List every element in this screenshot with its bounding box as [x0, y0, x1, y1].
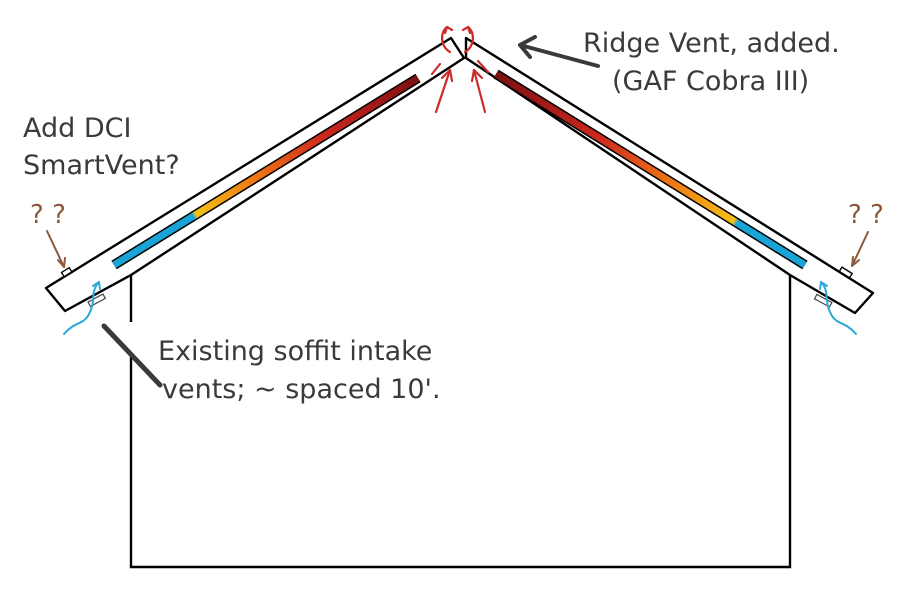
ridge-vent-label-line2: (GAF Cobra III) [612, 66, 810, 97]
soffit-pointer-line [101, 323, 163, 388]
soffit-label-line2: vents; ~ spaced 10'. [162, 374, 441, 405]
ridge-pointer-arrow [518, 35, 600, 68]
question-marks-left: ? ? [30, 200, 66, 230]
smartvent-pointer-arrows [46, 230, 869, 268]
smartvent-slots [60, 266, 854, 279]
soffit-vent-grilles [87, 293, 833, 308]
smartvent-label-line2: SmartVent? [23, 150, 180, 181]
soffit-intake-airflow-arrows [63, 281, 857, 335]
left-roof-slab [44, 36, 466, 313]
right-roof-slab [464, 36, 875, 315]
house-walls [129, 275, 792, 569]
ridge-vent-exhaust-arrows [430, 25, 490, 114]
ridge-vent-label-line1: Ridge Vent, added. [583, 28, 840, 59]
question-marks-right: ? ? [848, 200, 884, 230]
soffit-label-line1: Existing soffit intake [158, 336, 433, 367]
smartvent-label-line1: Add DCI [23, 113, 132, 144]
